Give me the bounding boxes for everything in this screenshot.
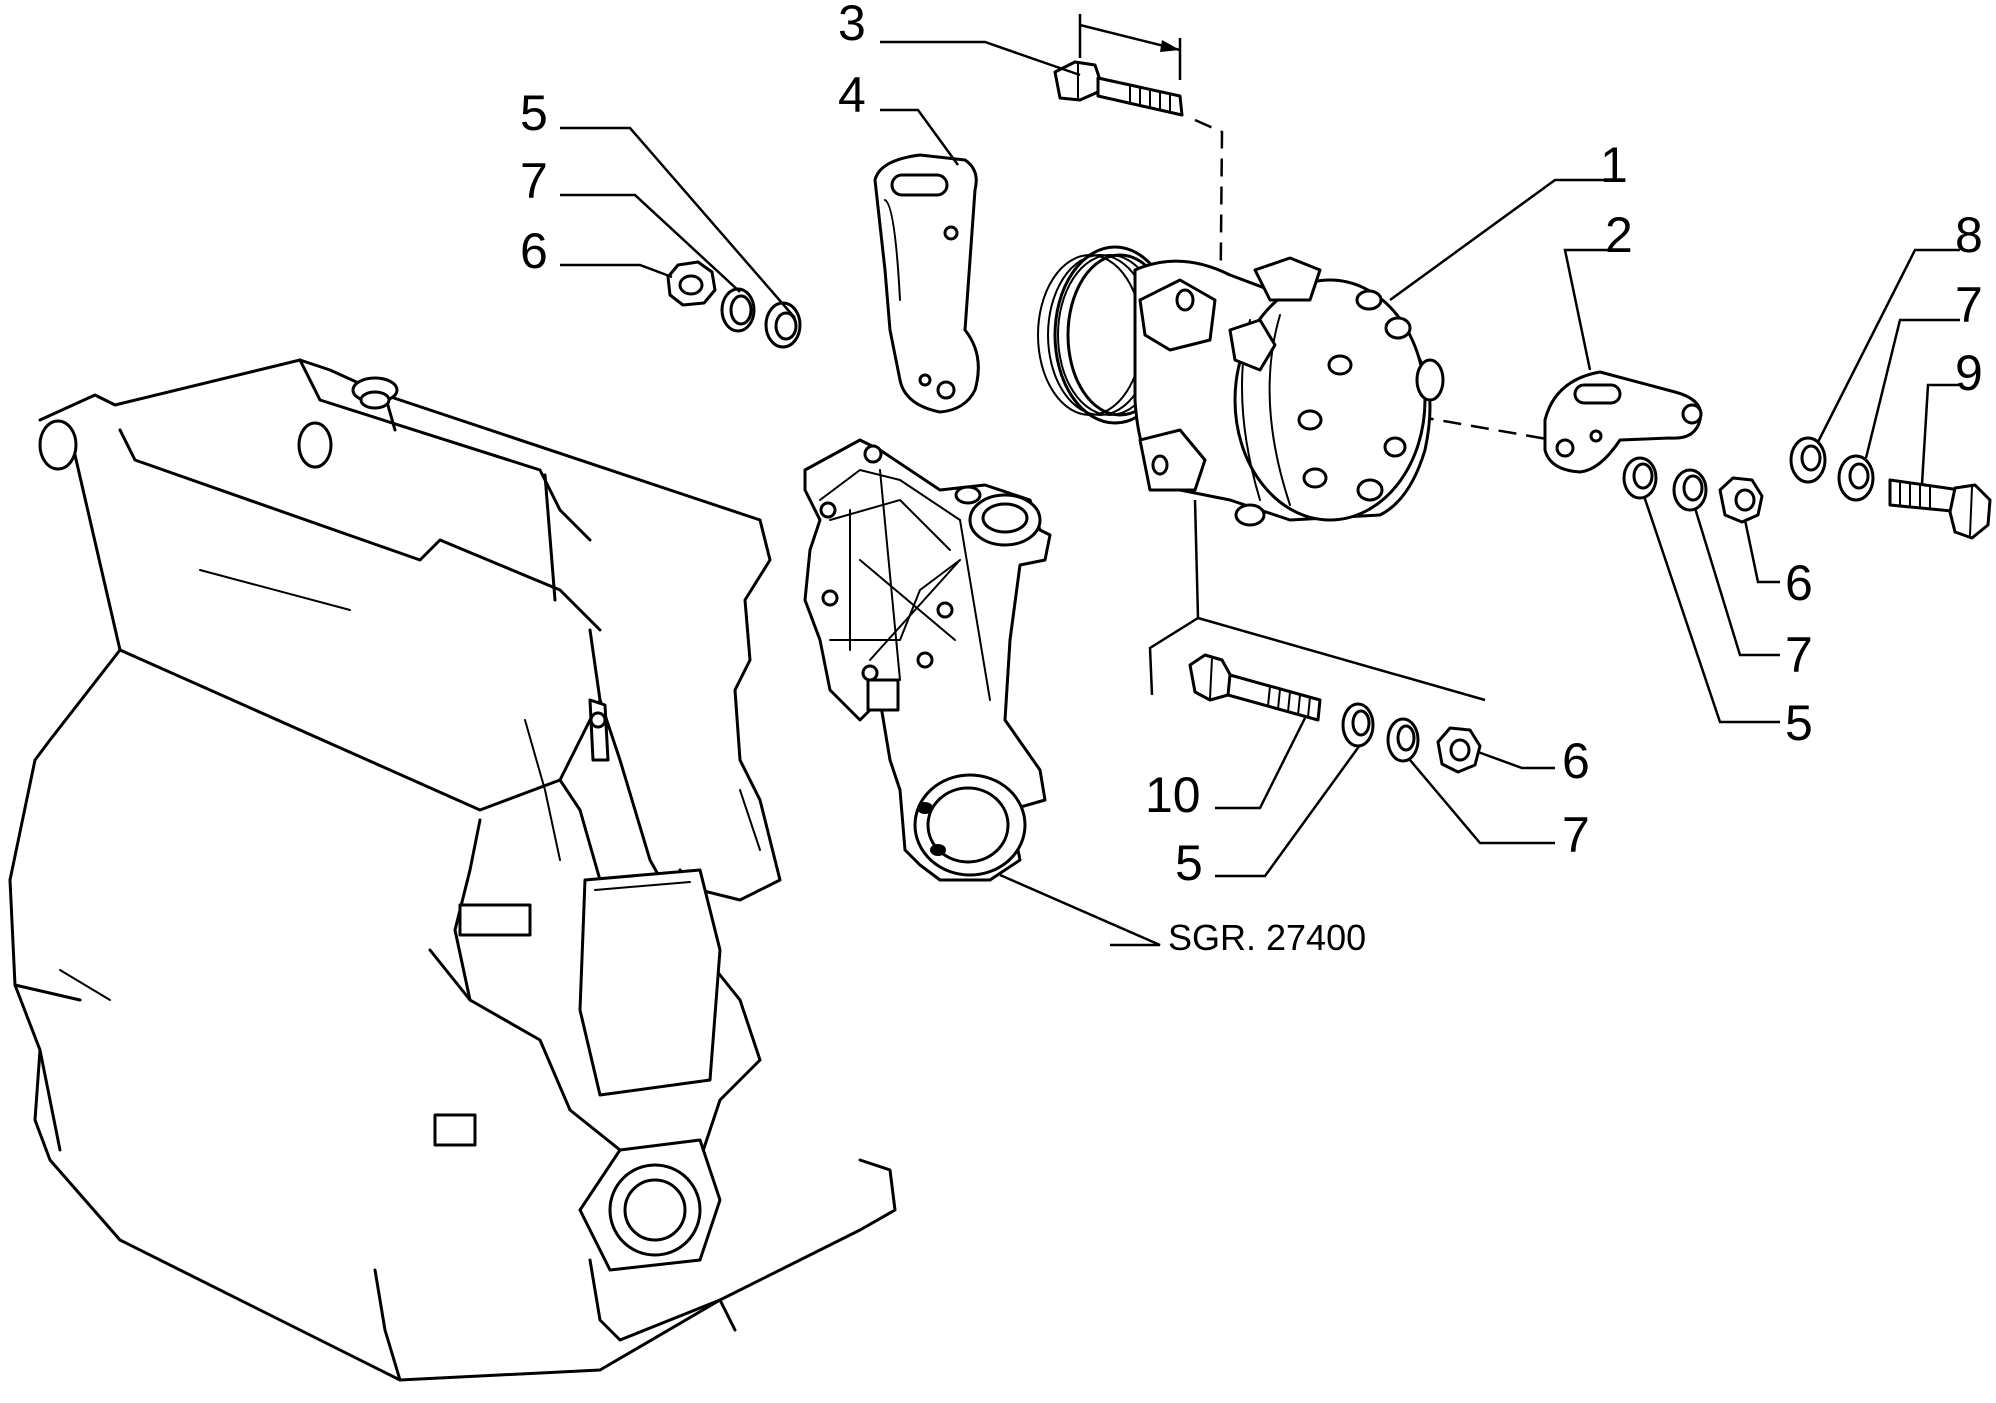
- callout-10: 10: [1145, 767, 1201, 823]
- callout-1: 1: [1600, 137, 1628, 193]
- far-right-hardware: [1789, 436, 1992, 540]
- callout-7-bottom: 7: [1562, 807, 1590, 863]
- part-1-ac-compressor: [1037, 245, 1445, 527]
- callout-2: 2: [1605, 207, 1633, 263]
- callout-9: 9: [1955, 345, 1983, 401]
- callout-6-right: 6: [1785, 555, 1813, 611]
- callout-7-top: 7: [520, 153, 548, 209]
- callout-7-right-lower: 7: [1785, 627, 1813, 683]
- part-2-bracket: [1543, 370, 1703, 474]
- callout-5-right: 5: [1785, 695, 1813, 751]
- right-middle-hardware: [1622, 456, 1764, 524]
- part-3-bolt: [1053, 14, 1184, 117]
- leader-lines: [560, 40, 1960, 947]
- callout-6-top: 6: [520, 223, 548, 279]
- callout-4: 4: [838, 67, 866, 123]
- bottom-hardware: [1188, 653, 1482, 774]
- group-reference-label: SGR. 27400: [1168, 917, 1366, 958]
- callout-5-top: 5: [520, 85, 548, 141]
- compressor-mounting-bracket: [803, 438, 1052, 882]
- engine-block: [8, 358, 897, 1382]
- part-4-bracket: [873, 153, 980, 414]
- callout-6-bottom: 6: [1562, 733, 1590, 789]
- callout-7-right-upper: 7: [1955, 277, 1983, 333]
- callout-5-bottom: 5: [1175, 835, 1203, 891]
- callout-3: 3: [838, 0, 866, 51]
- top-left-hardware: [666, 260, 802, 349]
- callout-8: 8: [1955, 207, 1983, 263]
